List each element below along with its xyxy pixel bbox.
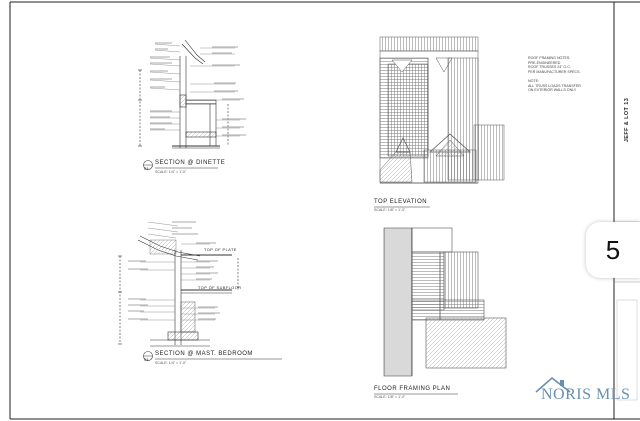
top-elevation-drawing: [379, 36, 505, 184]
top-elevation-scale: SCALE: 1/8" = 1'-0": [374, 208, 406, 212]
section-dinette-number: S5: [144, 167, 149, 171]
mls-watermark: NORIS MLS: [530, 372, 640, 412]
floor-framing-scale: SCALE: 1/8" = 1'-0": [374, 395, 406, 399]
top-of-plate-label: TOP OF PLATE: [204, 248, 237, 252]
section-dinette-drawing: [138, 39, 229, 149]
top-elevation-title: TOP ELEVATION: [374, 199, 428, 205]
roof-note-line: ON EXTERIOR WALLS ONLY: [528, 88, 577, 93]
title-underlines: [155, 167, 458, 395]
section-bedroom-annotations: [140, 221, 215, 321]
section-bedroom-notes-text: [128, 221, 220, 320]
roof-note-line: PER MANUFACTURER SPECS.: [528, 69, 581, 74]
roof-framing-notes: ROOF FRAMING NOTES: PRE-ENGINEERED ROOF …: [528, 56, 581, 93]
watermark-text: NORIS MLS: [541, 386, 631, 403]
section-dinette-scale: SCALE: 1/4" = 1'-0": [155, 170, 187, 174]
section-bedroom-title: SECTION @ MAST. BEDROOM: [155, 351, 253, 357]
roof-note-line: ALL TRUSS LOADS TRANSFER: [528, 83, 581, 88]
title-block: JEFF & LOT 13: [614, 85, 640, 155]
roof-note-line: ROOF FRAMING NOTES:: [528, 56, 571, 60]
section-dinette-notes-text: [150, 42, 246, 136]
section-dinette-annotations: [149, 43, 240, 137]
section-bedroom-scale: SCALE: 1/4" = 1'-0": [155, 361, 187, 365]
section-bedroom-marker: [143, 351, 153, 361]
roof-note-line: ROOF TRUSSES 24" O.C.: [528, 65, 571, 70]
roof-note-line: NOTE:: [528, 78, 539, 83]
section-bedroom-number: S5: [144, 358, 149, 362]
section-dinette-title: SECTION @ DINETTE: [155, 160, 226, 166]
section-bedroom-drawing: [118, 235, 239, 347]
top-of-subfloor-label: TOP OF SUBFLOOR: [198, 286, 242, 290]
house-logo-icon: [535, 376, 571, 393]
section-dinette-marker: [143, 160, 153, 170]
page-number-badge: 5: [586, 222, 640, 278]
floor-framing-drawing: [383, 227, 507, 377]
roof-note-line: PRE-ENGINEERED: [528, 60, 561, 65]
floor-framing-title: FLOOR FRAMING PLAN: [374, 386, 451, 392]
title-block-text: JEFF & LOT 13: [624, 97, 630, 143]
